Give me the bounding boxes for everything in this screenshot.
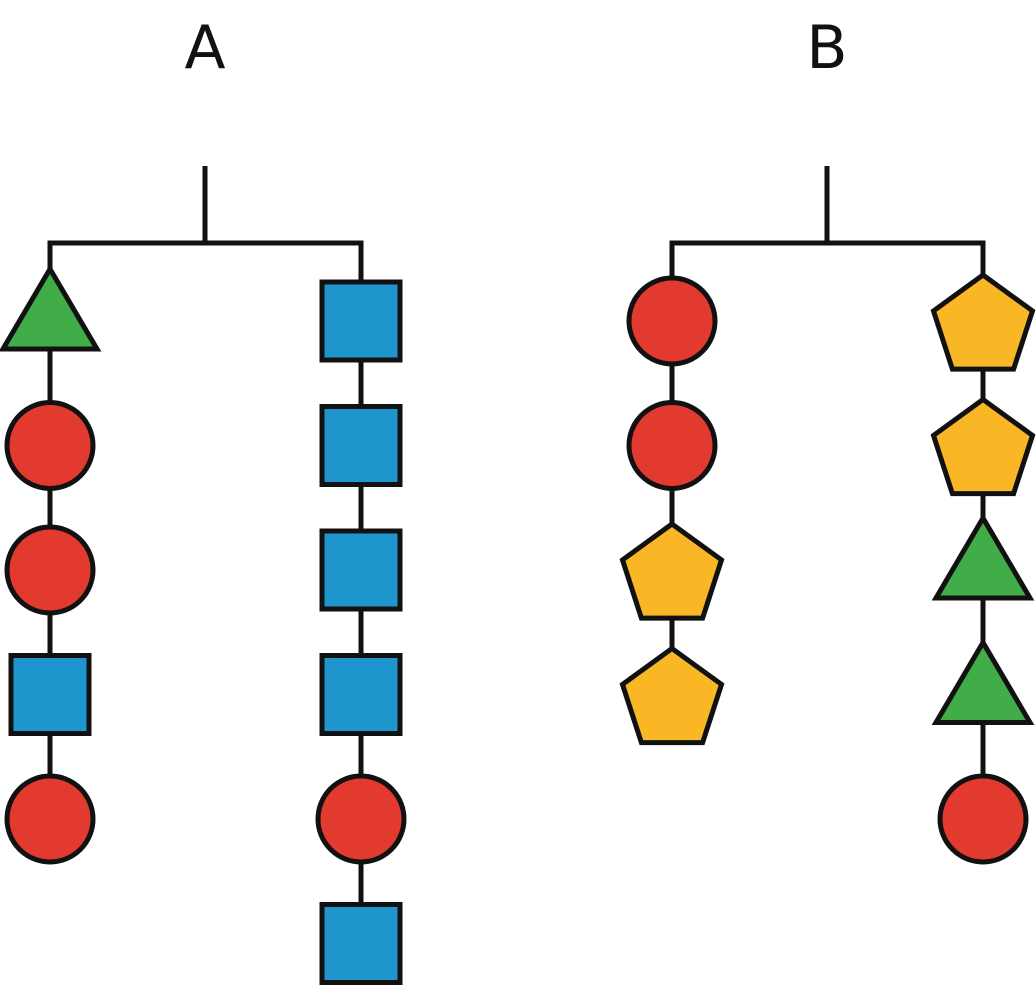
mobile-a: A: [0, 13, 407, 985]
circle-shape: [4, 773, 96, 865]
triangle-shape: [931, 637, 1035, 725]
square-shape: [319, 653, 403, 736]
mobile-b-strand-right: [930, 271, 1036, 865]
triangle-shape: [0, 264, 102, 352]
mobile-b-strand-left: [619, 275, 725, 746]
mobile-a-hanger: [0, 166, 407, 985]
circle-shape: [4, 400, 96, 491]
square-shape: [319, 902, 403, 985]
circle-shape: [937, 773, 1029, 865]
pentagon-shape: [930, 396, 1036, 497]
mobile-a-strand-left: [0, 264, 102, 865]
circle-shape: [626, 275, 718, 367]
pentagon-shape: [930, 271, 1036, 372]
square-shape: [319, 404, 403, 487]
mobile-a-label: A: [184, 13, 225, 83]
circle-shape: [4, 524, 96, 616]
square-shape: [319, 528, 403, 612]
pentagon-shape: [619, 520, 725, 621]
mobile-b-label: B: [806, 13, 847, 83]
square-shape: [319, 279, 403, 363]
mobile-b-hanger: [619, 166, 1036, 865]
triangle-shape: [931, 513, 1035, 601]
circle-shape: [315, 773, 407, 865]
circle-shape: [626, 400, 718, 491]
mobile-a-strings: [47, 166, 364, 944]
mobile-b: B: [619, 13, 1036, 865]
pentagon-shape: [619, 645, 725, 746]
mobile-a-strand-right: [315, 279, 407, 985]
square-shape: [8, 653, 92, 736]
